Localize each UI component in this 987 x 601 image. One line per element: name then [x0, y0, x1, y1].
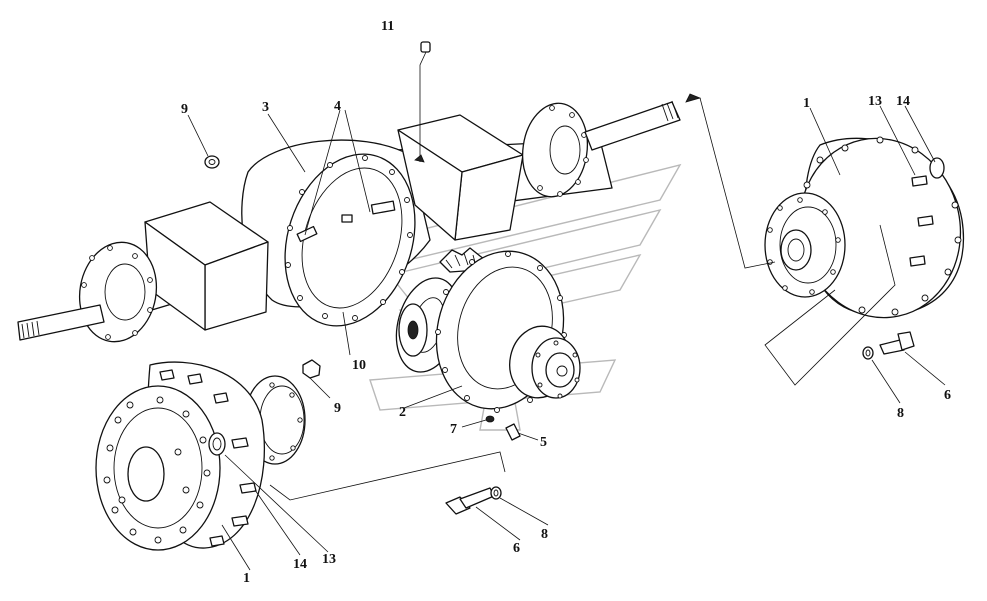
callout-10: 10 [352, 358, 366, 373]
assembly-lines [269, 93, 896, 501]
callout-2: 2 [399, 405, 406, 420]
left-hub-face-holes [103, 396, 211, 544]
callout-labels: 11 9 3 4 10 9 2 7 5 6 8 1 13 14 6 8 1 14… [181, 19, 951, 586]
callout-13-left: 13 [322, 552, 336, 567]
callout-14-left: 14 [293, 557, 307, 572]
callout-4: 4 [334, 99, 341, 114]
breather-plug [414, 41, 431, 163]
callout-7: 7 [450, 422, 457, 437]
callout-6-right: 6 [944, 388, 951, 403]
differential-assembly [395, 247, 581, 413]
right-hub-studs [909, 175, 934, 267]
washer-8-right [862, 346, 874, 360]
callout-14-right: 14 [896, 94, 910, 109]
right-drum-holes [767, 197, 841, 295]
washer-8-bottom [490, 486, 502, 500]
mouth-bolt-holes [285, 155, 413, 321]
nut-bottom [302, 359, 321, 379]
callout-8-right: 8 [897, 406, 904, 421]
bolt-5 [505, 423, 521, 441]
callout-5: 5 [540, 435, 547, 450]
bolt-6-bottom [445, 487, 495, 515]
callout-13-right: 13 [868, 94, 882, 109]
callout-1-right: 1 [803, 96, 810, 111]
callout-6-bottom: 6 [513, 541, 520, 556]
callout-9-top: 9 [181, 102, 188, 117]
callout-3: 3 [262, 100, 269, 115]
callout-11: 11 [381, 19, 394, 34]
pinion-flange-holes [535, 340, 580, 399]
callout-8-bottom: 8 [541, 527, 548, 542]
axle-housing [17, 100, 681, 343]
leader-lines [187, 105, 946, 571]
callout-9-bottom: 9 [334, 401, 341, 416]
right-wheel-hub [764, 136, 965, 319]
right-hub-holes [803, 136, 962, 316]
right-flange-holes [537, 105, 589, 197]
nut-top [204, 155, 220, 169]
left-wheel-hub [95, 361, 306, 551]
left-hub-studs [159, 369, 257, 547]
bolt-6-right [879, 331, 915, 355]
washer-7 [485, 415, 495, 423]
callout-1-left: 1 [243, 571, 250, 586]
